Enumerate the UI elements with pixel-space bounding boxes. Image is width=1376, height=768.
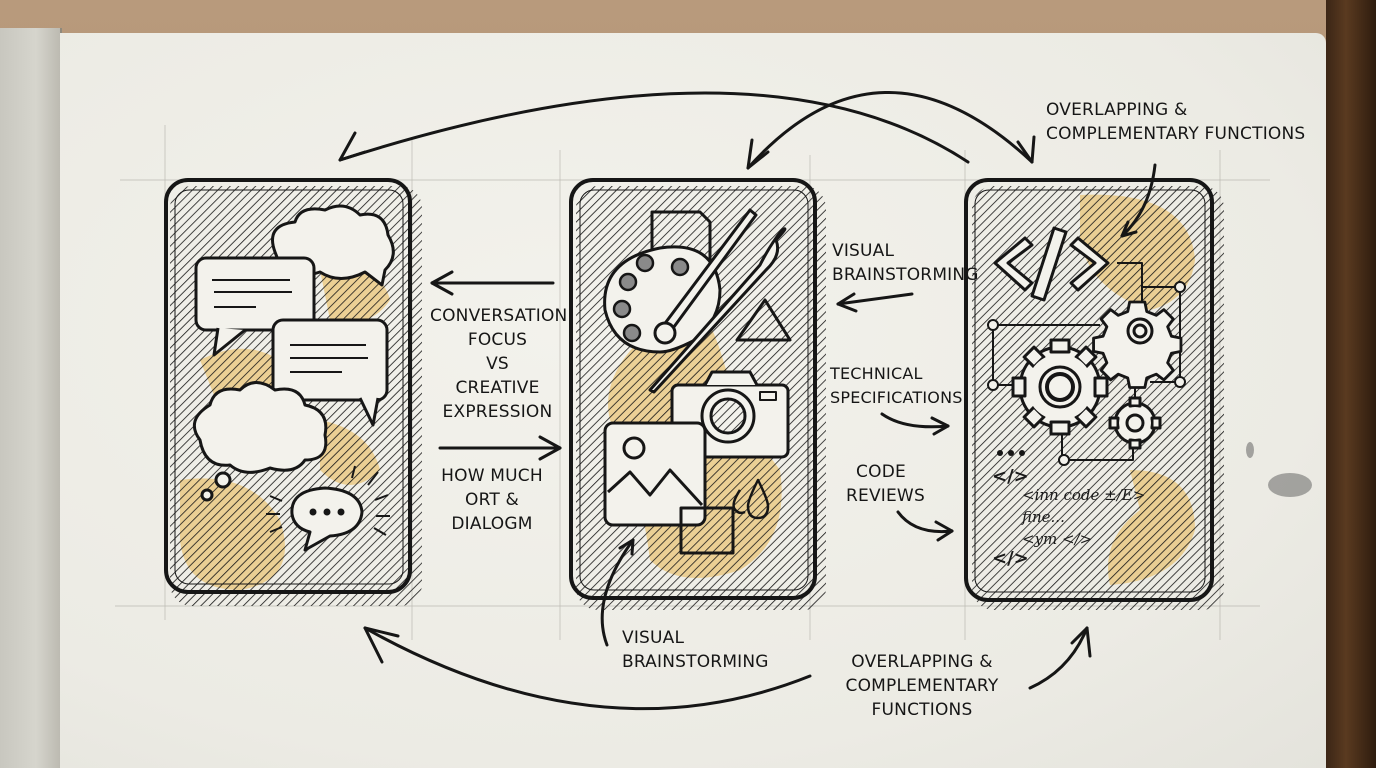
arrow-bottom-to-conversation — [363, 626, 812, 711]
arrow-bottom-to-technical — [1028, 626, 1089, 690]
label-line: Specifications — [830, 388, 963, 407]
flow-arrows — [338, 91, 1157, 711]
typing-bubble-icon — [290, 486, 364, 552]
label-line: Creative — [455, 378, 540, 398]
label-line: Reviews — [846, 486, 925, 506]
label-code-reviews: Code Reviews — [846, 460, 925, 508]
arrow-technical-spec — [880, 412, 950, 429]
arrow-top-to-creative — [746, 91, 1034, 170]
label-line: Overlapping & — [1046, 100, 1188, 120]
label-line: Brainstorming — [832, 265, 979, 285]
ink-smudge — [1246, 442, 1312, 497]
label-line: Visual — [832, 241, 895, 261]
label-conversation-vs-creative: Conversation Focus vs Creative Expressio… — [430, 304, 568, 424]
label-line: Focus — [467, 330, 528, 350]
code-line: fine... — [1022, 508, 1065, 526]
code-brackets-icon — [993, 226, 1110, 302]
image-icon — [603, 421, 707, 527]
code-line: <ym </> — [1022, 530, 1093, 548]
gear-icon — [1092, 300, 1183, 389]
label-line: vs — [486, 354, 509, 374]
label-overlap-bottom: Overlapping & Complementary Functions — [822, 650, 1022, 722]
mountain-icon — [735, 298, 792, 342]
label-visual-brainstorming-bottom: Visual Brainstorming — [622, 626, 769, 674]
label-line: Overlapping & — [851, 652, 993, 672]
arrow-top-to-conversation — [338, 91, 970, 164]
code-line: </> — [992, 548, 1029, 569]
label-line: Complementary Functions — [1046, 124, 1306, 144]
label-line: How much — [441, 466, 543, 486]
panel-technical-icons — [987, 226, 1186, 466]
gear-icon — [1011, 338, 1109, 436]
speech-bubble-icon — [194, 256, 316, 332]
label-line: Code — [856, 462, 906, 482]
label-line: Technical — [830, 364, 923, 383]
label-line: ort & — [464, 490, 519, 510]
label-line: Visual — [622, 628, 685, 648]
label-visual-brainstorming-right: Visual Brainstorming — [832, 239, 979, 287]
label-how-much: How much ort & dialogm — [436, 464, 548, 536]
label-line: dialogm — [451, 514, 533, 534]
code-line: </> — [992, 466, 1029, 487]
arrow-overlap-top — [1120, 163, 1157, 238]
arrow-visual-bottom — [600, 538, 635, 647]
label-technical-specs: Technical Specifications — [830, 362, 963, 410]
arrow-code-reviews — [896, 510, 954, 534]
arrow-left-from-technical — [836, 292, 914, 306]
panel-conversation-icons — [192, 204, 395, 552]
speech-bubble-icon — [271, 318, 389, 402]
paintbrush-icon — [648, 227, 787, 394]
panel-creative-icons — [603, 208, 792, 555]
gear-icon — [1108, 396, 1162, 450]
code-line: <inn code ±/E> — [1022, 486, 1146, 504]
label-line: Conversation — [430, 306, 568, 326]
label-line: Functions — [871, 700, 973, 720]
label-overlap-top: Overlapping & Complementary Functions — [1046, 98, 1305, 146]
label-line: Complementary — [845, 676, 999, 696]
droplet-icon — [746, 478, 770, 520]
label-line: Brainstorming — [622, 652, 769, 672]
wood-table-edge — [1326, 0, 1376, 768]
thought-cloud-icon — [192, 381, 328, 474]
label-line: Expression — [442, 402, 553, 422]
